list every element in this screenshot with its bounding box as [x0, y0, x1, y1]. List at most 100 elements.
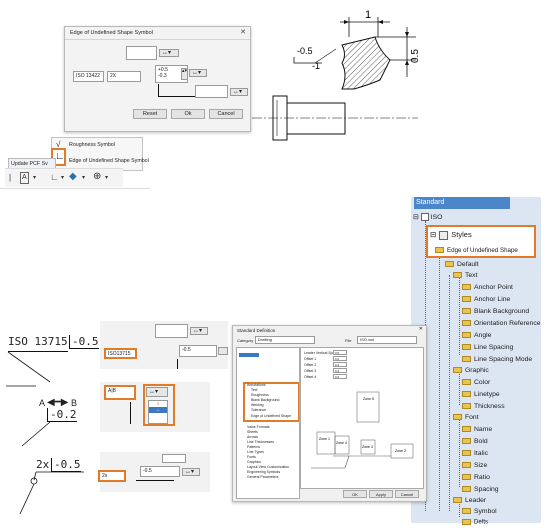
tree-item-symbol[interactable]: Symbol [462, 508, 497, 515]
tree-item[interactable]: Annotations [247, 383, 266, 387]
datum-icon[interactable]: ◆ [69, 171, 77, 182]
annotations-highlight [243, 382, 299, 422]
tree-item[interactable]: Arrows [247, 435, 258, 439]
tree-item-orientation-reference[interactable]: Orientation Reference [462, 320, 541, 327]
upper-align-dropdown[interactable]: ↔▾ [159, 49, 179, 57]
prop-value[interactable]: 0.2 [333, 362, 347, 367]
upper-text-field[interactable] [155, 324, 188, 338]
prop-value[interactable]: 0.2 [333, 356, 347, 361]
tree-item[interactable]: Line Thicknesses [247, 440, 274, 444]
tree-item[interactable]: Welding [251, 403, 264, 407]
ok-button[interactable]: Ok [171, 109, 205, 119]
tree-item-thickness[interactable]: Thickness [462, 403, 505, 410]
reset-button[interactable]: Reset [133, 109, 167, 119]
value-field[interactable]: -0.5 [179, 345, 217, 357]
lower-align-dropdown[interactable]: ↔▾ [230, 88, 248, 96]
edge-undefined-icon[interactable]: ∟ [50, 172, 59, 182]
menu-item-edge-undefined[interactable]: Edge of Undefined Shape Symbol [52, 154, 149, 169]
tree-item-anchor-point[interactable]: Anchor Point [462, 284, 513, 291]
ok-button[interactable]: OK [343, 490, 367, 498]
orientation-dropdown[interactable]: ↔▾ [146, 387, 168, 397]
tree-item-color[interactable]: Color [462, 379, 490, 386]
lower-text-field[interactable] [195, 85, 228, 98]
tree-item-italic[interactable]: Italic [462, 450, 488, 457]
tree-item-bold[interactable]: Bold [462, 438, 488, 445]
file-select[interactable]: ISO.xml [357, 336, 417, 344]
tree-item-default[interactable]: Default [445, 261, 479, 268]
tree-item-graphic[interactable]: Graphic [453, 367, 489, 374]
chevron-down-icon[interactable]: ▾ [82, 175, 86, 181]
text-icon[interactable]: | [9, 173, 12, 182]
tree-item[interactable]: Layout View Customization [247, 465, 290, 469]
tree-item-leader[interactable]: Leader [453, 497, 486, 504]
folder-icon [435, 247, 444, 254]
tree-item-line-spacing[interactable]: Line Spacing [462, 344, 513, 351]
edge-field[interactable]: 2X [107, 71, 141, 82]
leader-lower-label: -1 [312, 61, 320, 71]
folder-icon [462, 486, 471, 493]
close-icon[interactable]: ✕ [418, 326, 423, 332]
tree-item[interactable]: Engineering Symbols [247, 470, 281, 474]
tree-item[interactable]: Text [251, 388, 258, 392]
tree-item-anchor-line[interactable]: Anchor Line [462, 296, 510, 303]
tree-item-size[interactable]: Size [462, 462, 487, 469]
tree-item-iso[interactable]: ⊟ISO [413, 213, 443, 222]
menu-item-roughness[interactable]: √ Roughness Symbol [52, 138, 142, 153]
ab-text-field[interactable]: A|B [104, 385, 136, 400]
tree-item[interactable]: Sheets [247, 430, 258, 434]
cancel-button[interactable]: Cancel [209, 109, 243, 119]
apply-button[interactable]: Apply [369, 490, 393, 498]
prop-value[interactable]: 0.2 [333, 368, 347, 373]
tree-item-defts[interactable]: Defts [462, 519, 488, 526]
tree-item[interactable]: Value Formats [247, 425, 270, 429]
tree-item[interactable]: Patterns [247, 445, 261, 449]
option-icon[interactable]: ↕ [156, 401, 160, 407]
tree-item-ratio[interactable]: Ratio [462, 474, 490, 481]
tree-item-angle[interactable]: Angle [462, 332, 491, 339]
tree-item-text[interactable]: Text [453, 272, 477, 279]
chevron-down-icon[interactable]: ▾ [105, 175, 109, 181]
value-field[interactable]: -0.5 [140, 466, 180, 477]
option-icon-selected[interactable]: ↔ [149, 407, 167, 413]
tree-item[interactable]: Edge of Undefined Shape [251, 414, 292, 418]
tree-item-linetype[interactable]: Linetype [462, 391, 500, 398]
target-icon[interactable]: ⊕ [93, 171, 102, 182]
tree-item[interactable]: Graphics [247, 460, 262, 464]
roughness-icon: √ [56, 140, 61, 149]
tree-item[interactable]: General Parameters [247, 475, 279, 479]
close-icon[interactable]: ✕ [240, 29, 246, 36]
count-field[interactable]: 2x [98, 470, 126, 482]
align-dropdown[interactable]: ↔▾ [182, 468, 200, 476]
align-dropdown[interactable] [218, 347, 228, 355]
chevron-down-icon[interactable]: ▾ [61, 175, 65, 181]
standard-field[interactable]: ISO 13422 [73, 71, 104, 82]
tree-item[interactable]: Blank Background [251, 398, 280, 402]
folder-icon [462, 403, 471, 410]
tree-item[interactable]: Line Types [247, 450, 264, 454]
prop-value[interactable]: 0.2 [333, 374, 347, 379]
text-format-icon[interactable]: A [20, 172, 29, 184]
upper-text-field[interactable] [126, 46, 157, 60]
tree-selected-row [239, 353, 259, 357]
iso-standard-field[interactable]: ISO13715 [104, 348, 137, 359]
tree-item-name[interactable]: Name [462, 426, 492, 433]
edge-undefined-icon: ∟ [55, 151, 65, 162]
tree-item[interactable]: Tolerance [251, 408, 267, 412]
prop-value[interactable]: 0.5 [333, 350, 347, 355]
tree-item-line-spacing-mode[interactable]: Line Spacing Mode [462, 356, 532, 363]
deviation-align-dropdown[interactable]: ↔▾ [189, 69, 207, 77]
deviation-spinner[interactable]: ▴▾ [181, 68, 188, 80]
folder-icon [462, 438, 471, 445]
category-select[interactable]: Drafting [255, 336, 315, 344]
chevron-down-icon[interactable]: ▾ [33, 175, 37, 181]
tree-item-edge-undefined[interactable]: Edge of Undefined Shape [435, 247, 518, 254]
cancel-button[interactable]: Cancel [395, 490, 419, 498]
tree-item-font[interactable]: Font [453, 414, 479, 421]
tree-item-spacing[interactable]: Spacing [462, 486, 499, 493]
tree-item[interactable]: Fonts [247, 455, 256, 459]
align-dropdown[interactable]: ↔▾ [190, 327, 208, 335]
tree-item-styles[interactable]: ⊟Styles [430, 230, 472, 240]
tree-item[interactable]: Roughness [251, 393, 269, 397]
upper-text-field[interactable] [162, 454, 186, 463]
tree-item-blank-background[interactable]: Blank Background [462, 308, 529, 315]
